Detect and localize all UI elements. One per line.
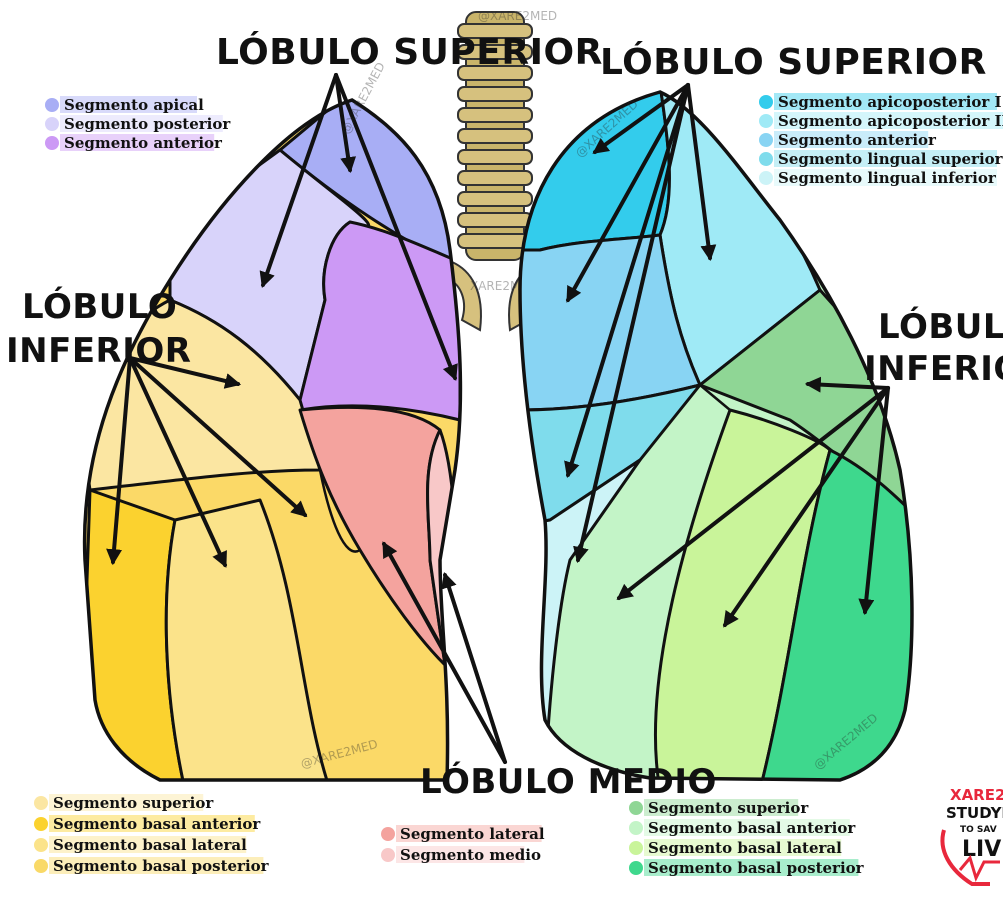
legend-label: Segmento lingual superior [778, 150, 1003, 168]
legend-swatch [759, 152, 773, 166]
legend-label: Segmento basal lateral [53, 836, 247, 854]
trachea-ring [458, 192, 532, 206]
legend-label: Segmento superior [53, 794, 214, 812]
trachea-watermark: @XARE2MED [478, 9, 557, 23]
left-superior-title: LÓBULO SUPERIOR [216, 31, 603, 73]
legend-label: Segmento apicoposterior I [778, 93, 1002, 111]
legend-label: Segmento basal posterior [53, 857, 270, 875]
logo-line2: STUDYI [946, 804, 1003, 822]
right-inferior-title-line2: INFERIOR [864, 349, 1003, 389]
legend-swatch [759, 171, 773, 185]
logo-line3: TO SAV [960, 825, 997, 835]
legend-label: Segmento posterior [64, 115, 231, 133]
left-inferior-title-line1: LÓBULO [22, 286, 177, 327]
trachea-ring [458, 150, 532, 164]
legend-swatch [45, 98, 59, 112]
legend-swatch [45, 117, 59, 131]
xare2med-logo: XARE2M STUDYI TO SAV LIVE [942, 786, 1003, 884]
legend-label: Segmento apicoposterior II [778, 112, 1003, 130]
legend-swatch [34, 859, 48, 873]
legend-label: Segmento superior [648, 799, 809, 817]
legend-swatch [34, 817, 48, 831]
trachea-ring [458, 213, 532, 227]
legend-swatch [629, 821, 643, 835]
trachea-ring [458, 87, 532, 101]
legend-label: Segmento basal posterior [648, 859, 865, 877]
legend-swatch [45, 136, 59, 150]
right-superior-title: LÓBULO SUPERIOR [600, 41, 987, 83]
trachea-ring [458, 129, 532, 143]
legend-swatch [629, 841, 643, 855]
legend-swatch [629, 801, 643, 815]
middle-lobe-title: LÓBULO MEDIO [420, 761, 717, 802]
legend-label: Segmento anterior [778, 131, 937, 149]
legend-swatch [759, 133, 773, 147]
legend-swatch [629, 861, 643, 875]
legend-label: Segmento lateral [400, 825, 545, 843]
legend-label: Segmento basal anterior [648, 819, 856, 837]
logo-line1: XARE2M [950, 786, 1003, 804]
legend-swatch [759, 114, 773, 128]
legend-swatch [381, 827, 395, 841]
right-inferior-title-line1: LÓBULO [878, 306, 1003, 347]
trachea-ring [458, 234, 532, 248]
trachea-ring [458, 108, 532, 122]
legend-label: Segmento basal anterior [53, 815, 261, 833]
legend-swatch [34, 838, 48, 852]
legend-label: Segmento lingual inferior [778, 169, 997, 187]
trachea-ring [458, 171, 532, 185]
right-lung [500, 80, 930, 800]
legend-label: Segmento basal lateral [648, 839, 842, 857]
legend-swatch [34, 796, 48, 810]
segment-apicoposterior-1 [520, 85, 669, 250]
legend-swatch [381, 848, 395, 862]
legend-label: Segmento anterior [64, 134, 223, 152]
legend-label: Segmento apical [64, 96, 204, 114]
legend-label: Segmento medio [400, 846, 541, 864]
legend-swatch [759, 95, 773, 109]
